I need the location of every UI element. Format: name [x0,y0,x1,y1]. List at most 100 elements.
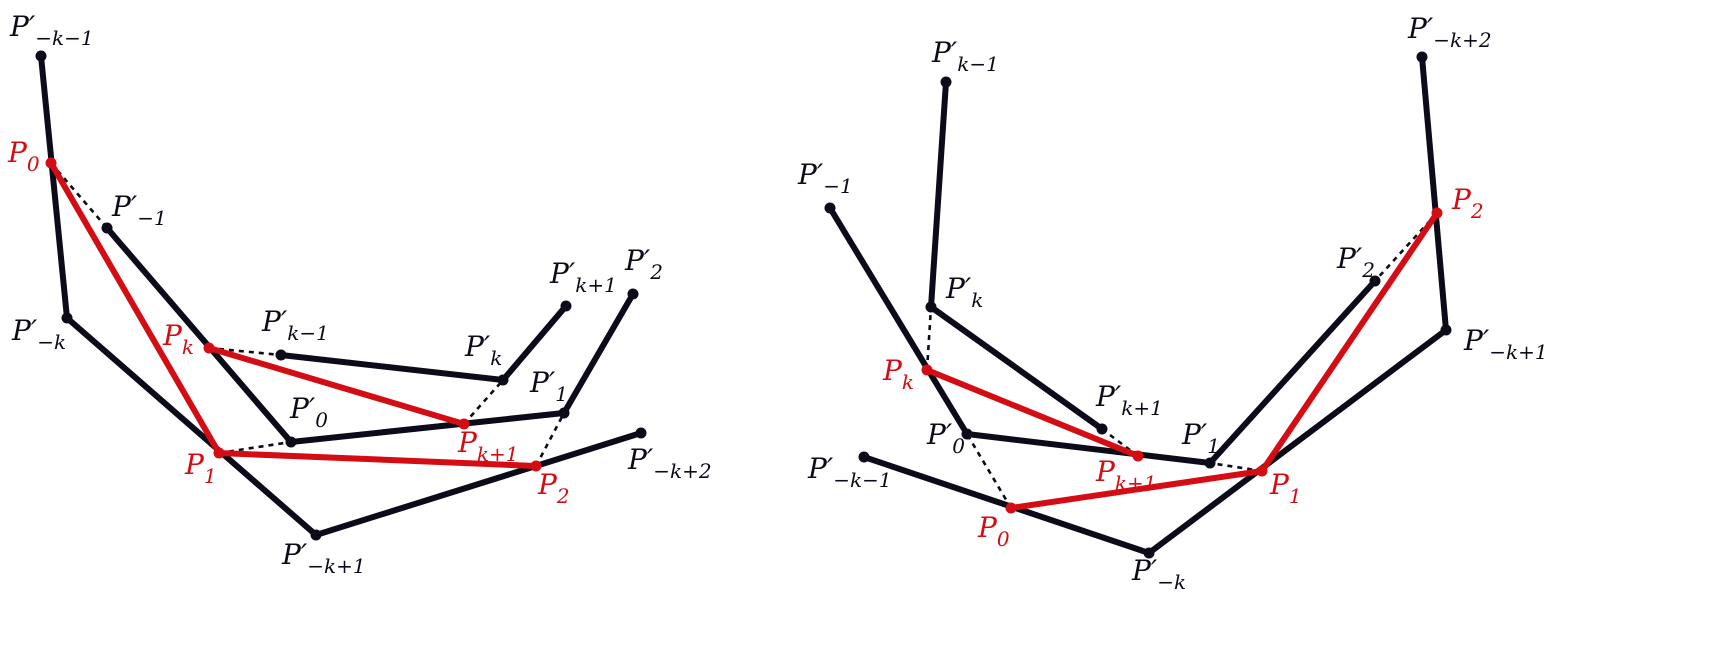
left-label-base-Pp_2: P′ [624,244,651,277]
left-label-sub-P1: 1 [204,464,217,488]
right-label-base-Pp_mk: P′ [1131,554,1158,587]
right-dashed-P0-Pp_0 [965,433,1013,509]
right-label-sub-P2: 2 [1470,199,1484,223]
left-label-sub-Pk: k [182,335,194,359]
right-label-base-Pp_2: P′ [1336,242,1363,275]
left-label-sub-Pp_kp1: k+1 [575,273,617,297]
right-label-base-Pp_m1: P′ [797,158,824,191]
left-label-base-P0: P [7,136,28,169]
right-label-base-Pp_0: P′ [926,418,953,451]
left-label-base-Pp_m1: P′ [111,190,138,223]
right-label-base-Pp_1: P′ [1181,418,1208,451]
right-label-P2: P2 [1451,183,1484,223]
left-vertex-Pp_kp1 [560,300,572,312]
left-vertex-P1 [213,447,225,459]
left-label-P1: P1 [184,448,217,488]
left-label-base-Pp_mk: P′ [11,314,38,347]
left-black-polyline-0 [38,53,644,538]
left-vertex-Pp_2 [627,288,639,300]
left-vertex-Pp_mkp2 [635,427,647,439]
right-dashed-Pkp1-Pp_kp1 [1101,427,1139,458]
right-vertex-P1 [1256,465,1268,477]
left-label-Pkp1: Pk+1 [457,426,518,466]
right-label-base-Pp_kp1: P′ [1095,380,1122,413]
left-label-sub-Pp_2: 2 [649,260,663,284]
right-label-sub-Pp_mkp1: −k+1 [1489,340,1547,364]
left-label-Pp_mkp2: P′−k+2 [627,443,712,483]
right-label-Pp_k: P′k [945,272,983,312]
right-dashed-Pk-Pp_k [925,306,933,371]
right-label-Pp_km1: P′k−1 [931,36,999,76]
left-label-sub-Pp_mkp1: −k+1 [307,554,365,578]
left-label-base-Pkp1: P [457,426,478,459]
left-label-Pk: Pk [162,319,194,359]
right-label-Pp_kp1: P′k+1 [1095,380,1163,420]
left-label-sub-Pp_mkp2: −k+2 [653,459,711,483]
left-label-sub-Pp_m1: −1 [137,206,166,230]
right-label-sub-Pp_mk: −k [1157,570,1186,594]
right-label-base-Pp_k: P′ [945,272,972,305]
right-label-sub-Pp_2: 2 [1361,258,1375,282]
left-vertex-Pp_0 [285,436,297,448]
left-vertex-Pp_mk_m1 [35,50,47,62]
left-label-base-P1: P [184,448,205,481]
right-vertex-Pp_mk [1143,547,1155,559]
right-label-base-Pkp1: P [1095,455,1116,488]
right-vertex-Pk [921,364,933,376]
right-label-sub-Pp_km1: k−1 [957,52,999,76]
right-vertex-Pkp1 [1132,450,1144,462]
left-label-base-Pp_mkp1: P′ [281,538,308,571]
right-label-sub-Pp_m1: −1 [823,174,852,198]
left-label-Pp_2: P′2 [624,244,663,284]
right-label-Pk: Pk [882,354,914,394]
left-label-base-P2: P [537,468,558,501]
right-label-P0: P0 [977,511,1010,551]
left-label-sub-P0: 0 [27,152,40,176]
left-vertex-Pkp1 [458,418,470,430]
right-vertex-P0 [1005,502,1017,514]
right-label-base-P2: P [1451,183,1472,216]
left-label-sub-Pp_mk_m1: −k−1 [35,26,93,50]
right-label-sub-Pk: k [902,370,914,394]
right-label-Pp_2: P′2 [1336,242,1375,282]
right-label-base-Pp_mkp1: P′ [1463,324,1490,357]
right-label-sub-Pp_mkp2: −k+2 [1433,28,1491,52]
red-polyline [48,160,1440,511]
left-vertex-P2 [530,460,542,472]
right-label-sub-Pp_mk_m1: −k−1 [833,468,891,492]
left-vertex-Pk [203,342,215,354]
right-vertex-Pp_m1 [824,202,836,214]
left-label-Pp_0: P′0 [289,392,328,432]
right-red-segment-Pk-Pkp1 [924,367,1141,459]
left-vertex-P0 [45,157,57,169]
right-label-Pp_0: P′0 [926,418,965,458]
right-label-sub-Pp_0: 0 [952,434,965,458]
left-label-Pp_1: P′1 [529,366,568,406]
right-label-sub-P0: 0 [997,527,1010,551]
right-vertex-Pp_mkp2 [1416,51,1428,63]
right-dashed-P1-Pp_1 [1209,461,1263,473]
left-label-sub-Pkp1: k+1 [477,442,519,466]
left-black-polyline-1 [104,225,636,445]
left-label-Pp_kp1: P′k+1 [549,257,617,297]
right-label-Pp_mk: P′−k [1131,554,1186,594]
left-label-base-Pk: P [162,319,183,352]
right-vertex-P2 [1431,207,1443,219]
left-label-sub-Pp_k: k [490,346,502,370]
right-label-Pp_mk_m1: P′−k−1 [807,452,892,492]
right-label-sub-Pp_1: 1 [1207,434,1220,458]
left-label-Pp_mk_m1: P′−k−1 [9,10,94,50]
right-black-polyline-1 [928,79,1105,432]
left-label-sub-Pp_mk: −k [37,330,66,354]
right-label-base-P1: P [1269,468,1290,501]
right-label-Pkp1: Pk+1 [1095,455,1156,495]
left-vertex-Pp_km1 [275,349,287,361]
right-vertex-Pp_km1 [940,76,952,88]
left-label-sub-Pp_1: 1 [555,382,568,406]
right-label-sub-Pp_k: k [971,288,983,312]
left-label-base-Pp_mk_m1: P′ [9,10,36,43]
right-label-sub-P1: 1 [1289,484,1302,508]
right-label-sub-Pp_kp1: k+1 [1121,396,1163,420]
left-vertex-Pp_k [497,374,509,386]
